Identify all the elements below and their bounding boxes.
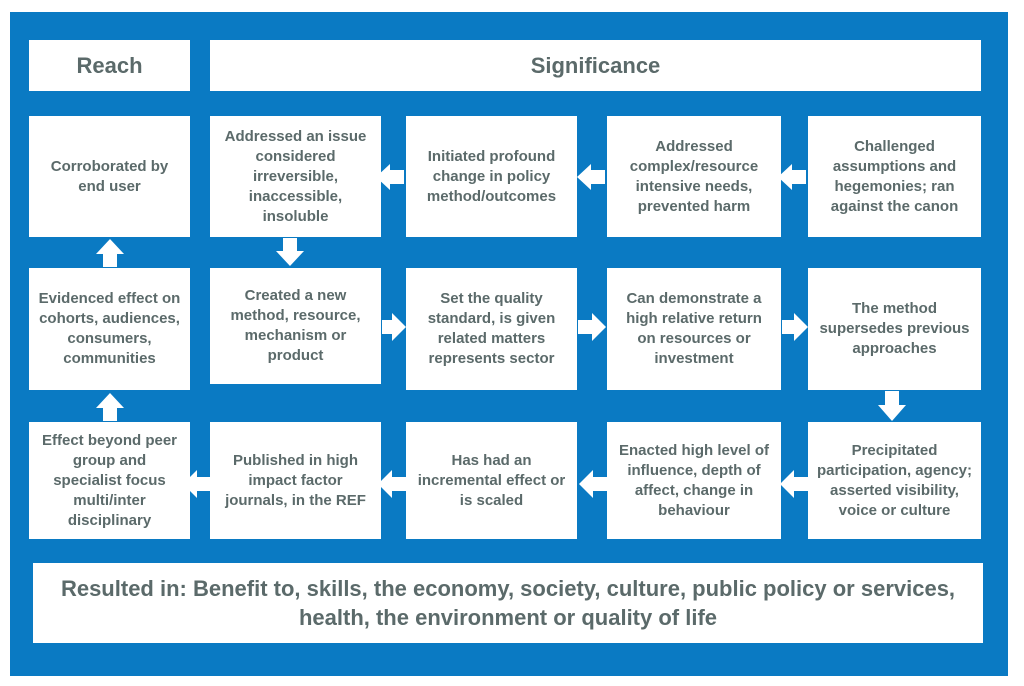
box-corroborated: Corroborated by end user	[29, 116, 190, 237]
box-created: Created a new method, resource, mechanis…	[210, 268, 381, 384]
arrow-right-icon	[578, 313, 606, 341]
arrow-left-icon	[577, 164, 605, 190]
arrow-down-icon	[276, 238, 304, 266]
box-initiated: Initiated profound change in policy meth…	[406, 116, 577, 237]
arrow-left-icon	[376, 164, 404, 190]
box-incremental: Has had an incremental effect or is scal…	[406, 422, 577, 539]
box-can-demonstrate: Can demonstrate a high relative return o…	[607, 268, 781, 390]
box-evidenced: Evidenced effect on cohorts, audiences, …	[29, 268, 190, 390]
arrow-left-icon	[378, 470, 406, 498]
arrow-right-icon	[382, 313, 406, 341]
arrow-left-icon	[579, 470, 607, 498]
box-addressed-complex: Addressed complex/resource intensive nee…	[607, 116, 781, 237]
box-challenged: Challenged assumptions and hegemonies; r…	[808, 116, 981, 237]
box-addressed-issue: Addressed an issue considered irreversib…	[210, 116, 381, 237]
box-published: Published in high impact factor journals…	[210, 422, 381, 539]
arrow-down-icon	[878, 391, 906, 421]
box-set-quality: Set the quality standard, is given relat…	[406, 268, 577, 390]
arrow-right-icon	[782, 313, 808, 341]
arrow-up-icon	[96, 393, 124, 421]
box-method-supersedes: The method supersedes previous approache…	[808, 268, 981, 390]
arrow-up-icon	[96, 239, 124, 267]
box-enacted: Enacted high level of influence, depth o…	[607, 422, 781, 539]
footer-outcome: Resulted in: Benefit to, skills, the eco…	[33, 563, 983, 643]
arrow-left-icon	[183, 470, 210, 498]
box-effect-beyond: Effect beyond peer group and specialist …	[29, 422, 190, 539]
arrow-left-icon	[778, 164, 806, 190]
header-significance: Significance	[210, 40, 981, 91]
box-precipitated: Precipitated participation, agency; asse…	[808, 422, 981, 539]
arrow-left-icon	[780, 470, 808, 498]
header-reach: Reach	[29, 40, 190, 91]
